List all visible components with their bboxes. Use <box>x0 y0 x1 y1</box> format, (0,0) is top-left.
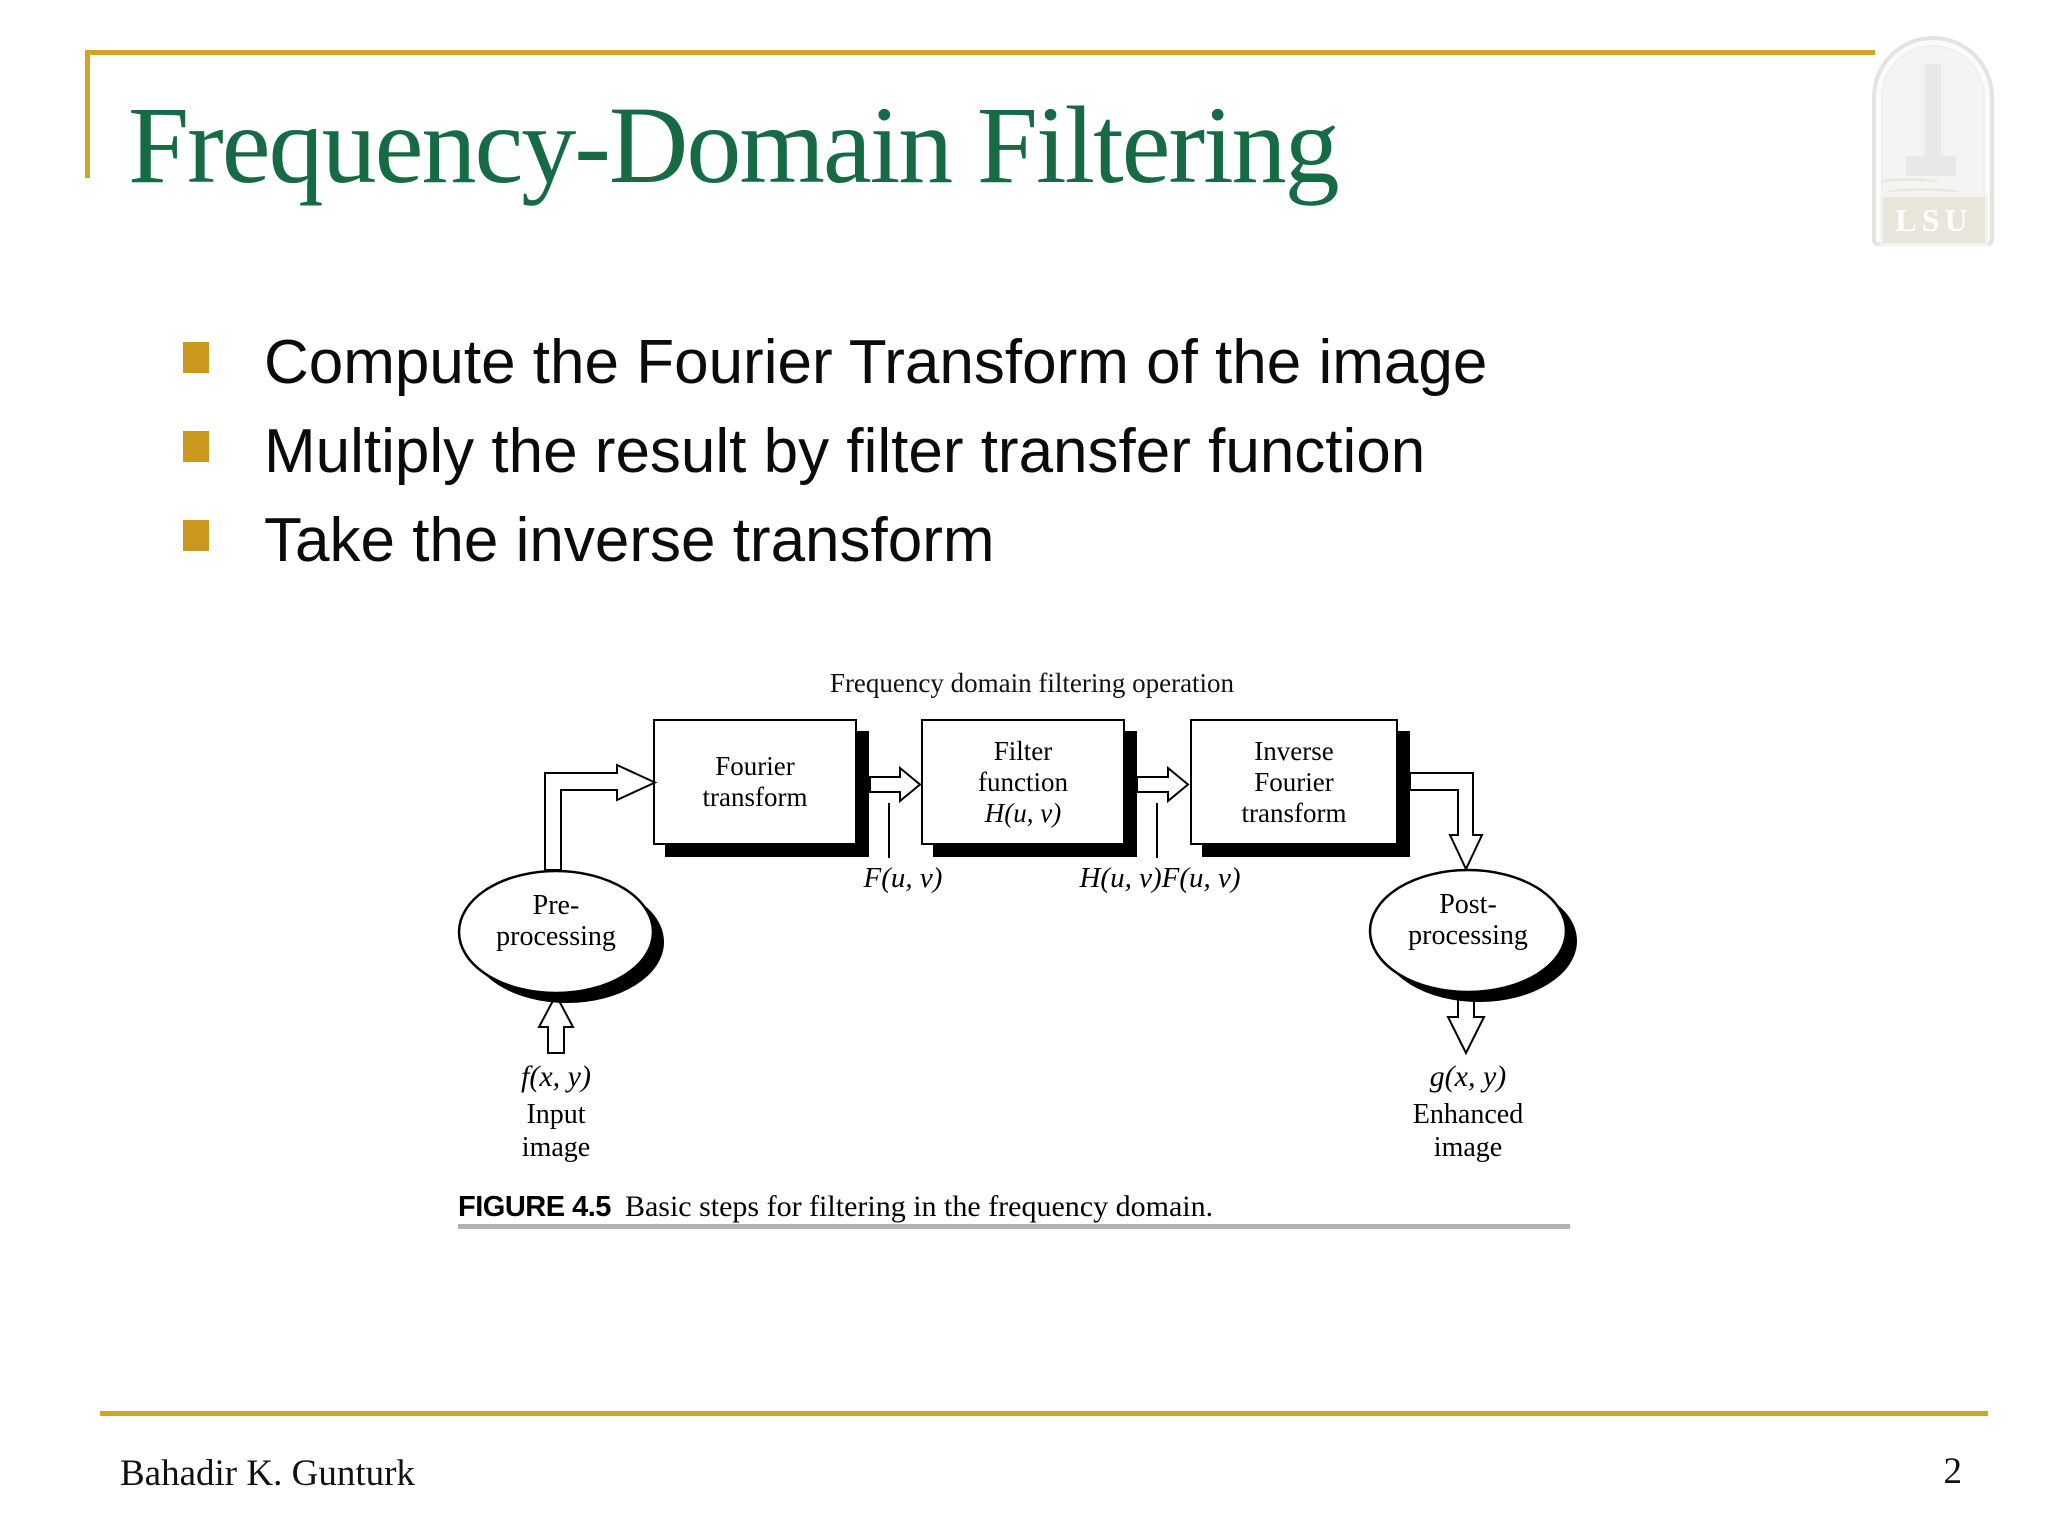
post-processing-label: Post- processing <box>1408 889 1528 951</box>
lsu-logo: LSU <box>1872 36 1994 246</box>
fuv-label: F(u, v) <box>863 862 943 894</box>
arrow-filter-to-inverse <box>1136 765 1190 804</box>
box-line: transform <box>702 782 808 812</box>
campanile-tower-icon <box>1922 64 1944 164</box>
arrow-fourier-to-filter <box>869 765 922 804</box>
output-down-arrow <box>1446 991 1486 1056</box>
oval-line: processing <box>1408 920 1528 951</box>
figure-caption: FIGURE 4.5 Basic steps for filtering in t… <box>458 1190 1213 1224</box>
output-elbow-arrow <box>1409 772 1484 872</box>
box-line: Inverse <box>1254 735 1334 766</box>
figure-caption-number: FIGURE 4.5 <box>458 1191 611 1223</box>
bullet-text: Compute the Fourier Transform of the ima… <box>264 328 1488 397</box>
footer-author: Bahadir K. Gunturk <box>120 1453 415 1494</box>
bullet-list: Compute the Fourier Transform of the ima… <box>183 330 1487 597</box>
water-wave-icon <box>1886 188 1960 198</box>
enhanced-word: Enhanced <box>1412 1099 1524 1130</box>
figure-operation-label: Frequency domain filtering operation <box>829 668 1235 698</box>
bullet-text: Multiply the result by filter transfer f… <box>264 417 1426 486</box>
footer-page-number: 2 <box>1943 1451 1963 1492</box>
box-line: Filter <box>993 735 1053 766</box>
figure-bottom-rule <box>458 1224 1570 1229</box>
bullet-square-icon <box>183 520 209 551</box>
title-frame-top-line <box>85 50 1875 55</box>
box-line: Fourier <box>1254 766 1334 797</box>
bullet-item: Multiply the result by filter transfer f… <box>183 419 1487 485</box>
footer-rule <box>100 1411 1988 1416</box>
box-line-math: H(u, v) <box>984 797 1062 828</box>
image-word: image <box>521 1132 591 1163</box>
bullet-item: Compute the Fourier Transform of the ima… <box>183 330 1487 396</box>
oval-line: Pre- <box>532 890 580 921</box>
input-image-label: f(x, y) Input image <box>521 1058 591 1164</box>
box-line: transform <box>1241 797 1347 828</box>
bullet-text: Take the inverse transform <box>264 506 995 575</box>
input-up-arrow <box>537 992 575 1054</box>
bullet-square-icon <box>183 431 209 462</box>
figure-caption-text: Basic steps for filtering in the frequen… <box>624 1190 1214 1223</box>
box-line: Fourier <box>715 751 795 781</box>
input-word: Input <box>526 1099 586 1130</box>
huvfuv-label: H(u, v)F(u, v) <box>1079 862 1241 894</box>
box-line: function <box>978 766 1068 797</box>
oval-line: Post- <box>1439 889 1497 920</box>
oval-line: processing <box>496 921 616 952</box>
input-elbow-arrow <box>544 763 658 871</box>
enhanced-image-label: g(x, y) Enhanced image <box>1413 1058 1523 1164</box>
page-title: Frequency-Domain Filtering <box>128 84 1340 206</box>
filter-function-box: Filter function H(u, v) <box>921 719 1125 845</box>
title-frame-left-line <box>85 50 90 178</box>
fxy-label: f(x, y) <box>521 1060 591 1093</box>
water-wave-icon <box>1880 178 1940 188</box>
lsu-logo-text: LSU <box>1895 201 1973 238</box>
fourier-transform-box: Fourier transform <box>653 719 857 845</box>
lsu-logo-text-box: LSU <box>1880 194 1988 246</box>
campanile-base-icon <box>1906 156 1956 176</box>
gxy-label: g(x, y) <box>1429 1060 1507 1093</box>
pre-processing-label: Pre- processing <box>496 890 616 952</box>
bullet-item: Take the inverse transform <box>183 508 1487 574</box>
image-word: image <box>1433 1132 1503 1163</box>
inverse-fourier-box: Inverse Fourier transform <box>1190 719 1398 845</box>
bullet-square-icon <box>183 342 209 373</box>
